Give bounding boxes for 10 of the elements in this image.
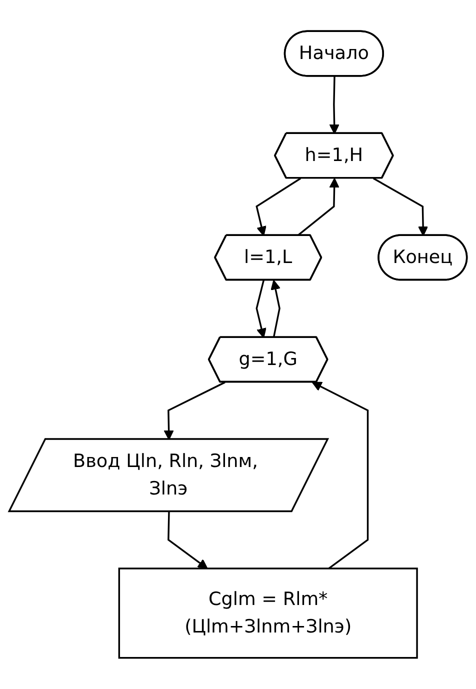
arrow <box>270 280 280 338</box>
arrow <box>372 178 428 236</box>
node-box: Cglm = Rlm*(Цlm+Зlnm+Зlnэ) <box>118 568 418 659</box>
arrow <box>168 512 208 569</box>
arrow <box>296 178 340 236</box>
arrow <box>256 178 302 236</box>
arrow <box>312 382 369 570</box>
arrow <box>164 382 226 440</box>
arrow <box>329 76 340 134</box>
arrow <box>256 280 266 338</box>
